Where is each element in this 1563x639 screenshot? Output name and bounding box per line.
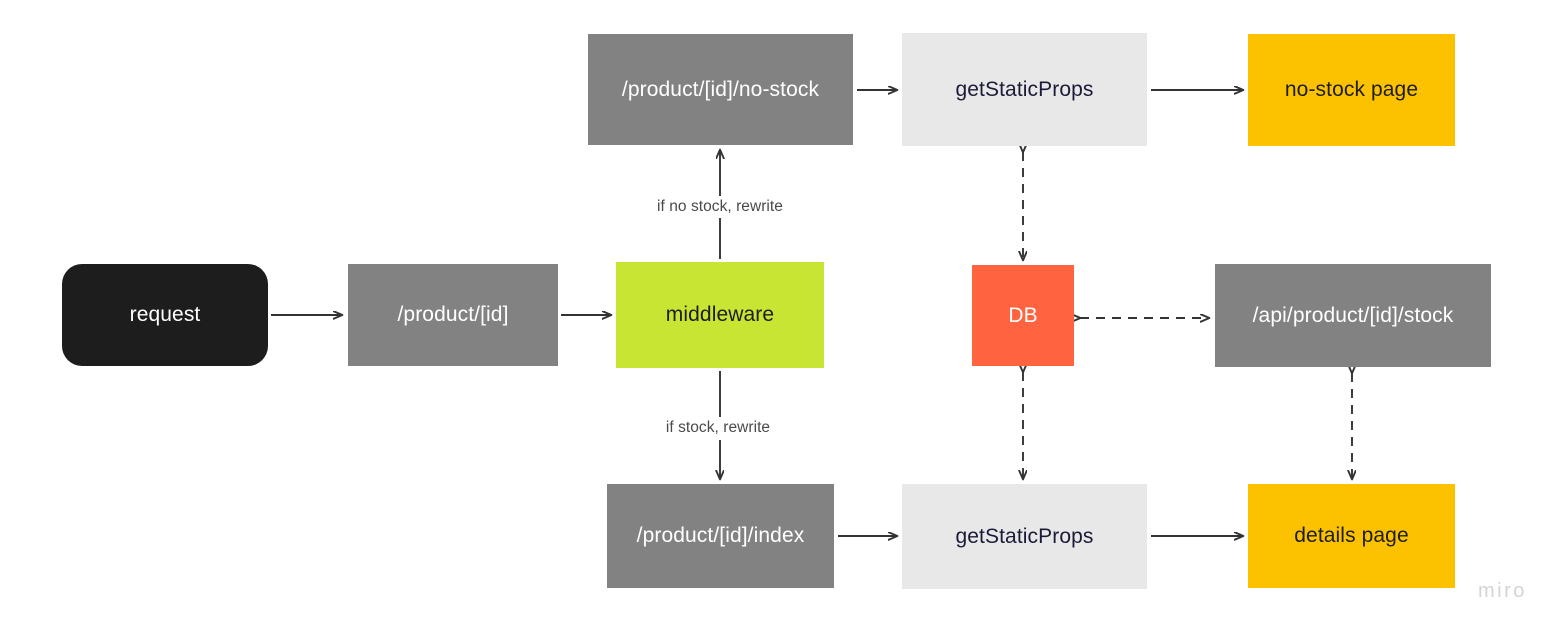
- node-no-stock-route[interactable]: /product/[id]/no-stock: [588, 34, 853, 145]
- miro-watermark: miro: [1478, 580, 1527, 602]
- node-request[interactable]: request: [62, 264, 268, 366]
- node-product-id[interactable]: /product/[id]: [348, 264, 558, 366]
- node-db[interactable]: DB: [972, 265, 1074, 366]
- node-api-stock[interactable]: /api/product/[id]/stock: [1215, 264, 1491, 367]
- node-details-page[interactable]: details page: [1248, 484, 1455, 588]
- node-index-route[interactable]: /product/[id]/index: [607, 484, 834, 588]
- node-no-stock-page[interactable]: no-stock page: [1248, 34, 1455, 146]
- node-middleware[interactable]: middleware: [616, 262, 824, 368]
- edge-label-if-stock-rewrite: if stock, rewrite: [661, 418, 775, 438]
- node-get-static-props-top[interactable]: getStaticProps: [902, 33, 1147, 146]
- edge-label-if-no-stock-rewrite: if no stock, rewrite: [653, 197, 787, 217]
- node-get-static-props-bottom[interactable]: getStaticProps: [902, 484, 1147, 589]
